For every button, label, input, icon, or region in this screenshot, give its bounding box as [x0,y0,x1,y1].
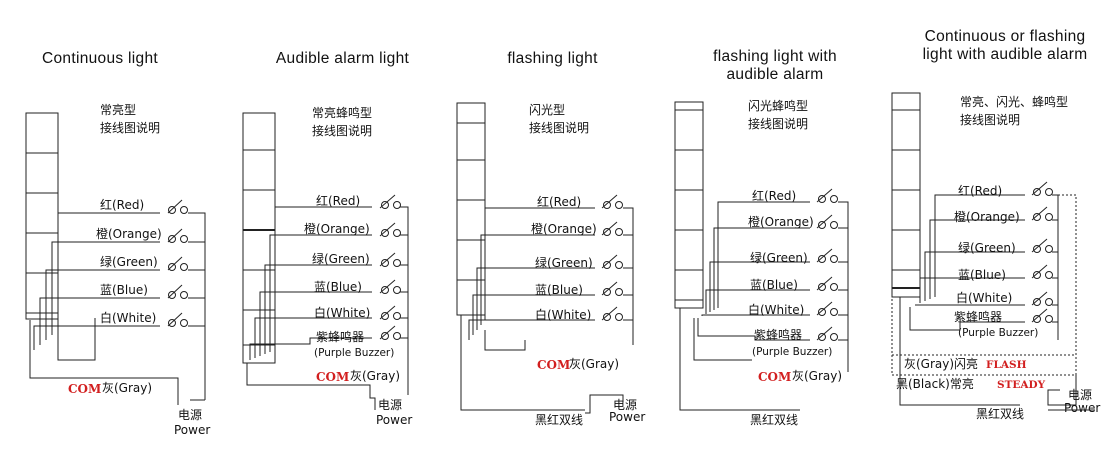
zh-type-label: 闪光蜂鸣型 [748,99,809,113]
wire-label-buzzer-en: (Purple Buzzer) [752,346,833,358]
wire-label-orange: 橙(Orange) [954,210,1020,224]
wire-label-green: 绿(Green) [100,255,158,269]
panel-title: Continuous or flashing light with audibl… [922,28,1088,63]
bottom-label: 黑红双线 [750,413,799,427]
wire-label-orange: 橙(Orange) [531,222,597,236]
wire-label-orange: 橙(Orange) [304,222,370,236]
zh-type-label: 闪光型 [529,103,566,117]
power-label-en: Power [1064,401,1101,415]
gray-label: 灰(Gray) [102,381,153,395]
switch-contacts [167,199,188,327]
com-label: COM [68,382,102,396]
wiring-diagram-2 [242,112,409,410]
power-label-zh: 电源 [178,408,203,422]
panel-title: Continuous light [42,50,158,67]
wire-label-red: 红(Red) [537,195,582,209]
switch-contacts [816,188,838,341]
wire-label-orange: 橙(Orange) [748,215,814,229]
zh-wiring-label: 接线图说明 [529,121,590,135]
steady-label-zh: 黑(Black)常亮 [896,377,974,391]
wire-label-red: 红(Red) [316,194,361,208]
gray-label: 灰(Gray) [792,369,843,383]
panel-flashing-audible-alarm: flashing light with audible alarm 闪光蜂鸣型 … [660,0,875,453]
com-label: COM [758,370,792,384]
panel-flashing-light: flashing light 闪光型 接线图说明 红(Red) 橙(Orange… [445,0,655,453]
zh-type-label: 常亮蜂鸣型 [312,106,373,120]
panel-title: flashing light [507,50,598,67]
panel-continuous-or-flashing-audible: Continuous or flashing light with audibl… [880,0,1103,453]
wire-label-blue: 蓝(Blue) [535,283,583,297]
gray-label: 灰(Gray) [569,357,620,371]
zh-wiring-label: 接线图说明 [312,124,373,138]
power-label-en: Power [376,413,413,427]
wire-label-buzzer-zh: 紫蜂鸣器 [954,310,1003,324]
wire-label-orange: 橙(Orange) [96,227,162,241]
wiring-diagram-4 [674,101,849,411]
panel-audible-alarm-light: Audible alarm light 常亮蜂鸣型 接线图说明 红(Red) 橙… [230,0,440,453]
wire-label-green: 绿(Green) [535,256,593,270]
wire-label-red: 红(Red) [752,189,797,203]
panel-title: flashing light with audible alarm [713,48,837,83]
wire-label-white: 白(White) [100,311,157,325]
flash-label-en: FLASH [986,359,1027,371]
wiring-diagram-3 [456,102,634,414]
zh-type-label: 常亮型 [100,103,137,117]
flash-label-zh: 灰(Gray)闪亮 [904,357,979,371]
wire-label-red: 红(Red) [100,198,145,212]
wire-label-white: 白(White) [535,308,592,322]
bottom-label: 黑红双线 [535,413,584,427]
com-label: COM [537,358,571,372]
zh-type-label: 常亮、闪光、蜂鸣型 [960,95,1069,109]
power-label-en: Power [609,410,646,424]
wire-label-red: 红(Red) [958,184,1003,198]
wire-label-buzzer-en: (Purple Buzzer) [314,347,395,359]
wire-label-white: 白(White) [748,303,805,317]
gray-label: 灰(Gray) [350,369,401,383]
wire-label-white: 白(White) [314,306,371,320]
wiring-diagram-1 [25,112,206,405]
panel-title: Audible alarm light [275,50,410,67]
switch-contacts [379,194,401,340]
zh-wiring-label: 接线图说明 [100,121,161,135]
power-label-zh: 电源 [378,398,403,412]
wire-label-green: 绿(Green) [312,252,370,266]
switch-contacts [601,194,623,321]
wire-label-buzzer-zh: 紫蜂鸣器 [754,328,803,342]
wire-label-green: 绿(Green) [750,251,808,265]
wire-label-blue: 蓝(Blue) [750,278,798,292]
tower-light-body [891,92,921,298]
bottom-label: 黑红双线 [976,407,1025,421]
wire-label-green: 绿(Green) [958,241,1016,255]
power-label-zh: 电源 [1068,388,1093,402]
wire-label-buzzer-zh: 紫蜂鸣器 [316,330,365,344]
zh-wiring-label: 接线图说明 [960,113,1021,127]
panel-continuous-light: Continuous light 常亮型 接线图说明 红(Red) 橙(Oran… [0,0,210,453]
wire-label-blue: 蓝(Blue) [958,268,1006,282]
power-label-zh: 电源 [613,398,638,412]
com-label: COM [316,370,350,384]
steady-label-en: STEADY [997,379,1046,391]
wire-label-blue: 蓝(Blue) [100,283,148,297]
tower-light-body [25,112,59,320]
zh-wiring-label: 接线图说明 [748,117,809,131]
switch-contacts [1031,181,1053,323]
tower-light-body [674,101,704,309]
wire-label-buzzer-en: (Purple Buzzer) [958,327,1039,339]
power-label-en: Power [174,423,211,437]
wire-label-white: 白(White) [956,291,1013,305]
wire-label-blue: 蓝(Blue) [314,280,362,294]
wiring-diagram-5 [891,92,1077,406]
power-bracket-5 [1047,389,1095,411]
